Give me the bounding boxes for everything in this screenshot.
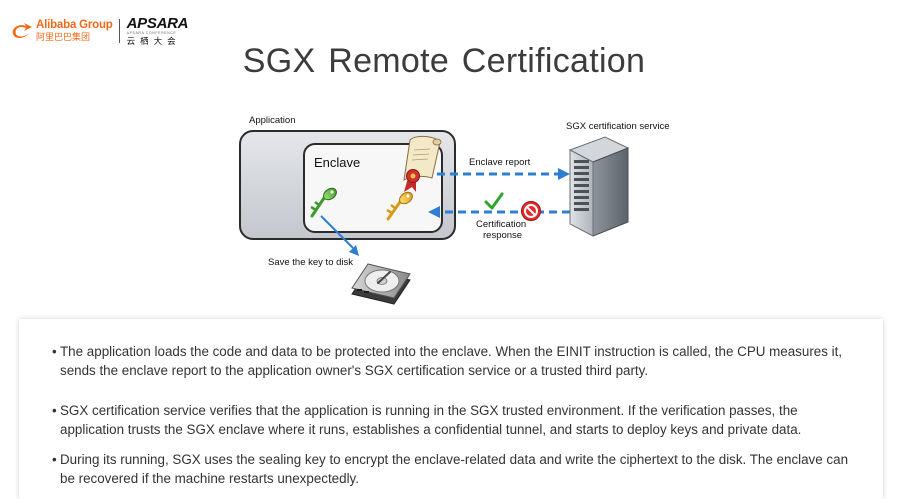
bullet-text: During its running, SGX uses the sealing…	[60, 452, 849, 486]
bullet-dot: •	[52, 344, 57, 359]
alibaba-mark-icon	[12, 23, 33, 39]
alibaba-logo-text: Alibaba Group	[36, 19, 113, 31]
apsara-logo: APSARA APSARA CONFERENCE 云栖大会	[127, 16, 189, 46]
save-key-arrow	[320, 215, 359, 256]
enclave-report-label: Enclave report	[469, 157, 531, 168]
page-title: SGX Remote Certification	[242, 42, 646, 80]
certification-response-label-2: response	[483, 230, 523, 241]
enclave-label: Enclave	[314, 155, 361, 170]
alibaba-logo: Alibaba Group 阿里巴巴集团	[10, 19, 113, 43]
checkmark-icon	[484, 192, 504, 210]
certification-response-label-1: Certification	[476, 219, 527, 230]
bullet-item: • SGX certification service verifies tha…	[52, 402, 860, 439]
save-key-label: Save the key to disk	[268, 257, 354, 268]
server-icon	[568, 136, 630, 237]
no-entry-icon	[521, 201, 541, 221]
bullet-text: SGX certification service verifies that …	[60, 403, 802, 437]
apsara-logo-sub: APSARA CONFERENCE	[126, 31, 177, 35]
diagram-graphics	[310, 135, 630, 305]
bullet-dot: •	[52, 452, 57, 467]
description-panel	[19, 319, 883, 499]
bullet-dot: •	[52, 403, 57, 418]
apsara-logo-text: APSARA	[126, 15, 189, 32]
certification-response-arrow	[428, 206, 570, 218]
header-logos: Alibaba Group 阿里巴巴集团 APSARA APSARA CONFE…	[10, 14, 188, 48]
green-key-icon	[310, 187, 337, 218]
alibaba-logo-cn: 阿里巴巴集团	[36, 32, 91, 42]
certificate-scroll-icon	[403, 135, 442, 192]
bullet-item: • During its running, SGX uses the seali…	[52, 451, 860, 488]
service-label: SGX certification service	[566, 121, 670, 132]
bullet-text: The application loads the code and data …	[60, 344, 843, 378]
bullet-item: • The application loads the code and dat…	[52, 343, 860, 380]
logo-divider	[118, 19, 120, 43]
application-label: Application	[249, 115, 296, 126]
hard-disk-icon	[351, 263, 411, 305]
apsara-logo-cn: 云栖大会	[126, 36, 181, 46]
enclave-report-arrow	[437, 168, 570, 180]
gold-key-icon	[386, 191, 413, 221]
sgx-diagram: Application Enclave SGX certification se…	[239, 115, 670, 305]
